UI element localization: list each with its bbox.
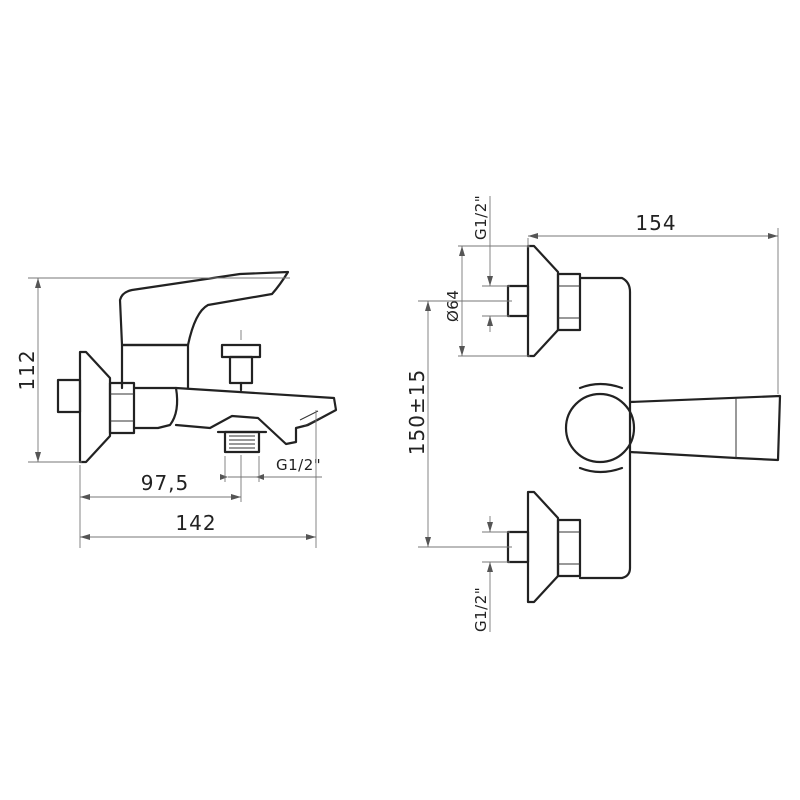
front-rosette-top — [526, 244, 560, 358]
side-handle-column — [120, 343, 190, 390]
front-rosette-bottom — [526, 490, 560, 604]
dim-overall-width: 142 — [175, 511, 216, 535]
side-view: 112 97,5 G1/2" 142 — [15, 270, 338, 548]
side-hex-nut — [108, 381, 136, 435]
dim-front-width: 154 — [635, 211, 676, 235]
front-nut-bottom — [556, 518, 582, 578]
side-outlet-thread — [223, 430, 261, 454]
front-body — [578, 276, 632, 580]
inlet-thread-bottom-label: G1/2" — [472, 587, 490, 632]
side-spout — [174, 386, 338, 446]
inlet-thread-top-label: G1/2" — [472, 195, 490, 240]
dim-outlet-offset: 97,5 — [141, 471, 190, 495]
front-cartridge — [564, 392, 636, 464]
side-body — [132, 386, 179, 430]
side-lever — [118, 270, 290, 347]
dim-inlet-centers: 150±15 — [405, 369, 429, 455]
front-nut-top — [556, 272, 582, 332]
side-diverter-knob — [220, 343, 262, 359]
side-inlet-stub — [56, 378, 82, 414]
side-rosette — [78, 350, 112, 464]
rosette-diameter-label: Ø64 — [444, 290, 462, 322]
outlet-thread-label: G1/2" — [276, 456, 321, 474]
front-view: 154 G1/2" Ø64 150±15 G1/2" — [405, 195, 782, 632]
dim-height-112: 112 — [15, 349, 39, 390]
front-lever — [628, 394, 782, 462]
